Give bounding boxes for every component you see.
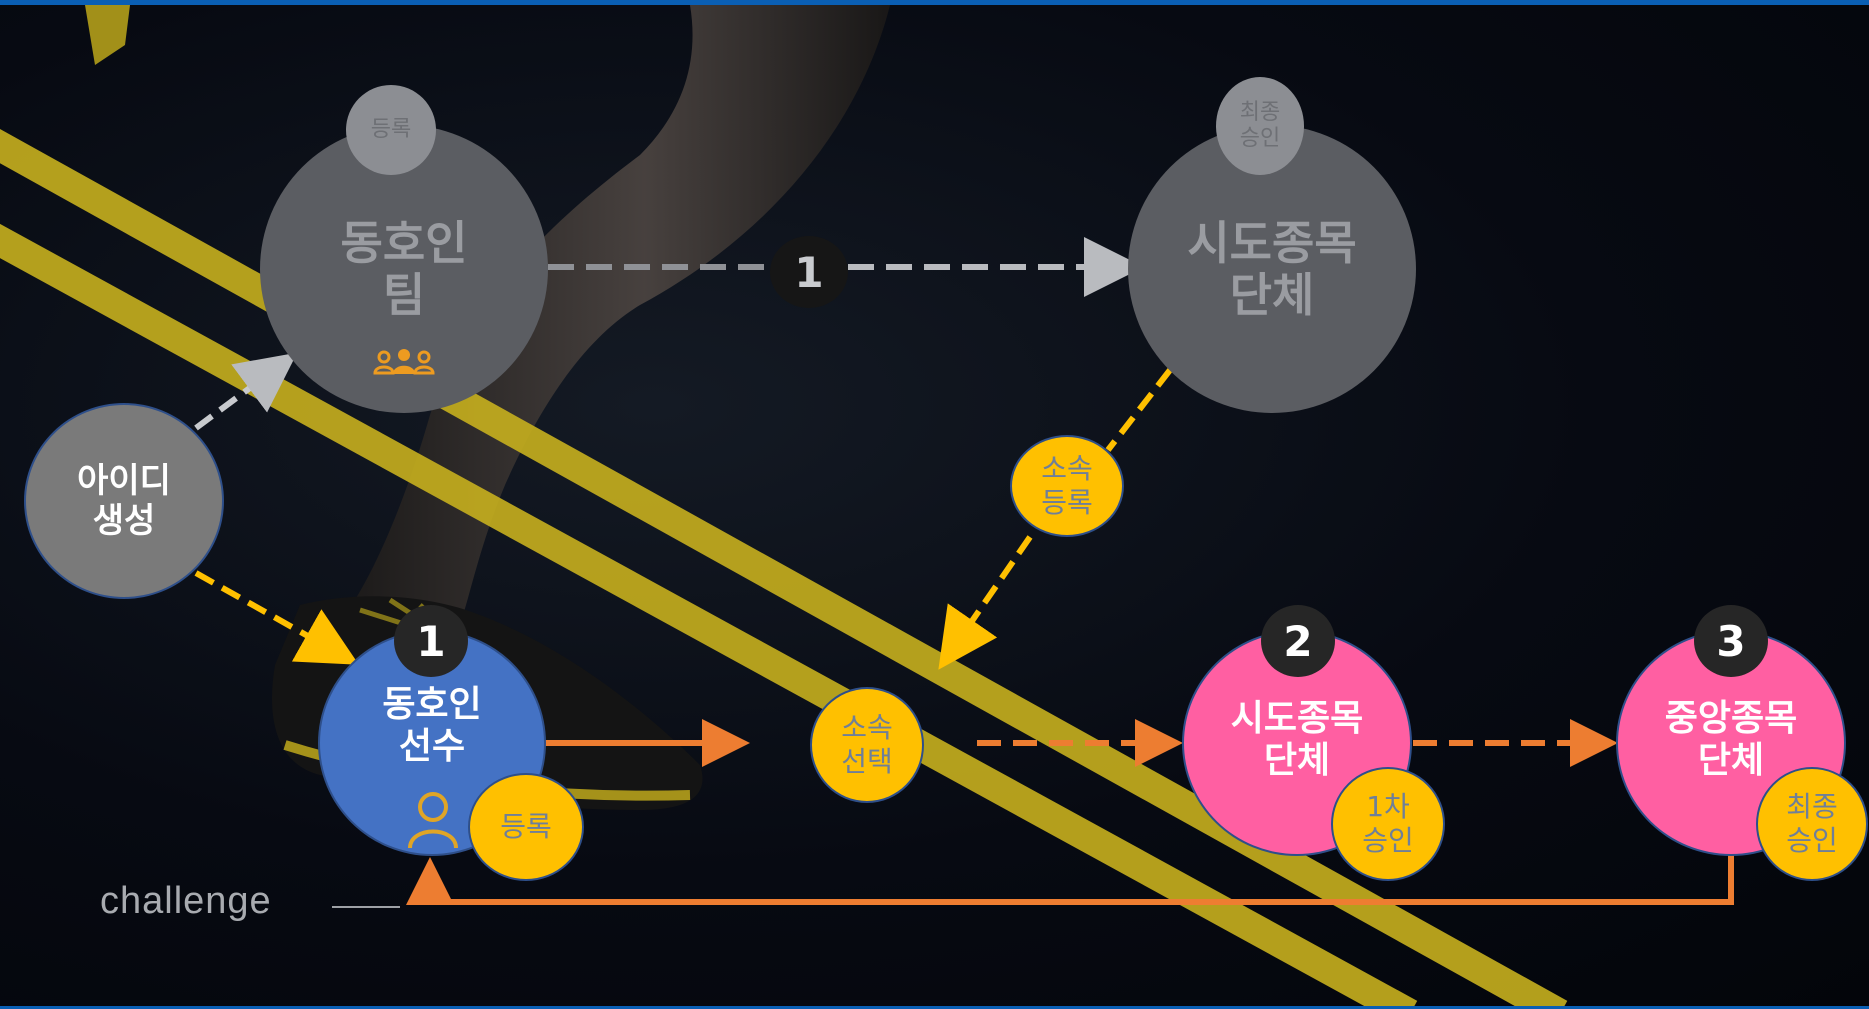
id-create-label: 아이디 생성: [77, 461, 171, 541]
connectors: [194, 237, 1734, 905]
arrow-id-to-player: [194, 570, 359, 665]
sido-org-step-badge: 2: [1261, 605, 1335, 677]
arrow-register-to-select: [938, 535, 1033, 670]
central-org-step-badge: 3: [1694, 605, 1768, 677]
node-sido-org-top: 시도종목 단체: [1128, 125, 1416, 413]
player-step-badge: 1: [394, 605, 468, 677]
sido-org-tag: 1차 승인: [1331, 767, 1445, 881]
person-icon: [408, 792, 458, 849]
player-tag: 등록: [468, 773, 584, 881]
leg-silhouette: [345, 5, 890, 625]
arrow-sido-to-register: [1105, 368, 1173, 452]
challenge-dash: [332, 906, 400, 908]
node-id-create: 아이디 생성: [24, 403, 224, 599]
club-team-label: 동호인 팀: [340, 216, 468, 322]
central-org-label: 중앙종목 단체: [1664, 698, 1798, 781]
top-step-badge: 1: [770, 236, 848, 308]
sido-org-top-tag: 최종 승인: [1216, 77, 1304, 175]
arrow-id-to-team: [194, 352, 298, 431]
sido-org-label: 시도종목 단체: [1230, 698, 1364, 781]
arrow-return-to-player: [406, 855, 1734, 905]
affiliation-register-tag: 소속 등록: [1010, 435, 1124, 537]
challenge-caption: challenge: [100, 880, 272, 922]
affiliation-select-tag: 소속 선택: [810, 687, 924, 803]
club-team-tag: 등록: [346, 85, 436, 175]
sido-org-top-label: 시도종목 단체: [1187, 216, 1357, 322]
shoe-tip: [85, 5, 130, 65]
central-org-tag: 최종 승인: [1756, 767, 1868, 881]
team-icon: [373, 349, 435, 375]
track-line-2: [0, 223, 1418, 1006]
player-label: 동호인 선수: [382, 684, 482, 767]
